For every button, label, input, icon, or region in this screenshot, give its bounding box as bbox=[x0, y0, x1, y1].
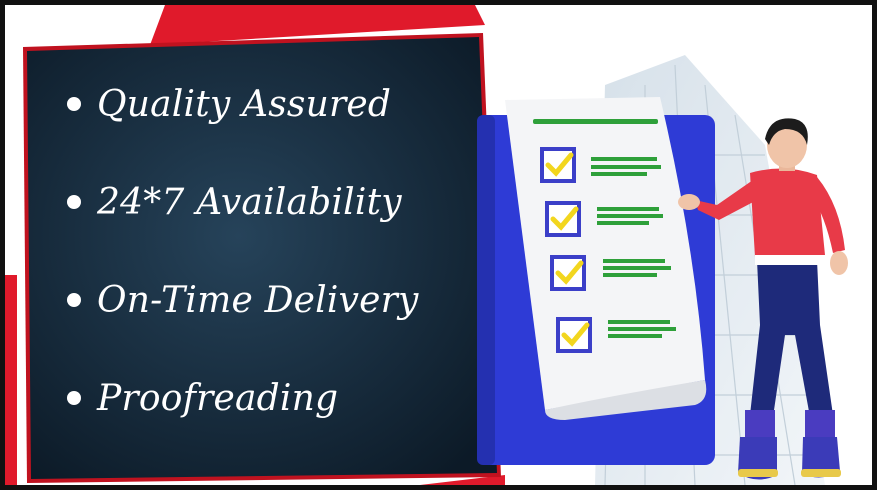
bullet-icon bbox=[67, 97, 81, 111]
person-illustration bbox=[678, 118, 848, 480]
feature-item-proofreading: Proofreading bbox=[67, 369, 419, 467]
feature-item-quality: Quality Assured bbox=[67, 75, 419, 173]
feature-panel bbox=[27, 37, 497, 479]
feature-list: Quality Assured 24*7 Availability On-Tim… bbox=[67, 75, 419, 467]
feature-label: On-Time Delivery bbox=[97, 280, 419, 321]
feature-label: Proofreading bbox=[97, 378, 339, 419]
bullet-icon bbox=[67, 293, 81, 307]
feature-item-delivery: On-Time Delivery bbox=[67, 271, 419, 369]
feature-label: Quality Assured bbox=[97, 84, 392, 125]
red-accent-left bbox=[5, 275, 17, 485]
feature-label: 24*7 Availability bbox=[97, 182, 402, 223]
feature-item-availability: 24*7 Availability bbox=[67, 173, 419, 271]
red-accent-top bbox=[150, 5, 485, 45]
red-accent-bottom bbox=[420, 475, 505, 485]
bullet-icon bbox=[67, 195, 81, 209]
clipboard-illustration bbox=[477, 97, 715, 465]
bullet-icon bbox=[67, 391, 81, 405]
background-art bbox=[5, 5, 848, 485]
